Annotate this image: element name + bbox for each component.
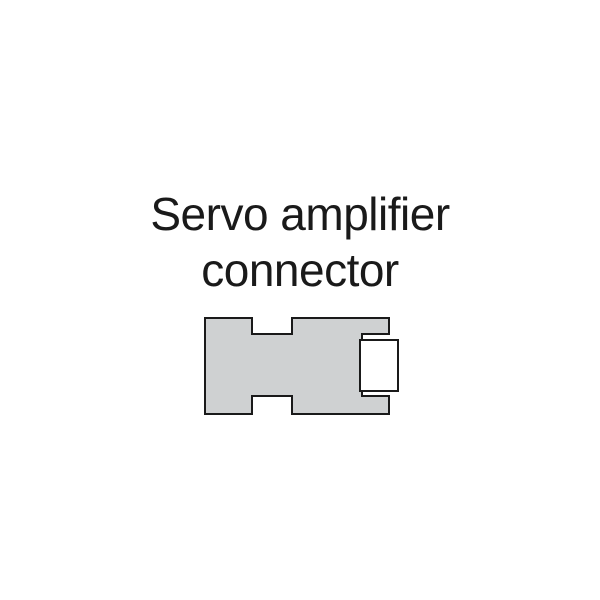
caption-line-2: connector <box>201 244 399 296</box>
connector-body <box>204 317 390 415</box>
connector-caption: Servo amplifier connector <box>0 186 600 298</box>
caption-line-1: Servo amplifier <box>150 188 450 240</box>
connector-latch <box>359 339 399 392</box>
